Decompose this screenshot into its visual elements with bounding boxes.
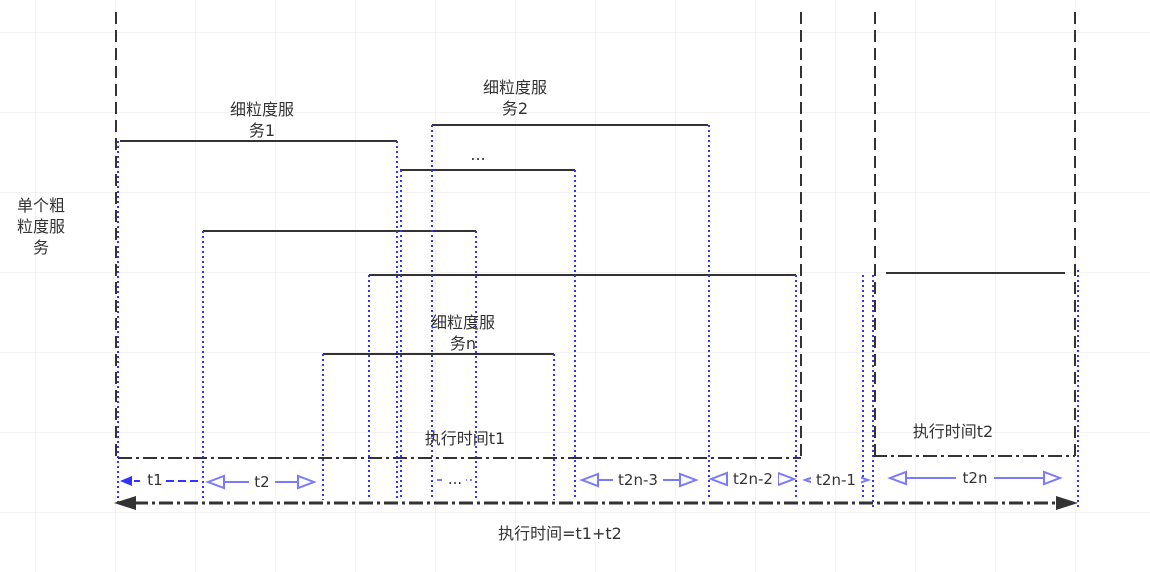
arrow-t2n2-left-head xyxy=(708,471,728,487)
exec-time-total-label: 执行时间=t1+t2 xyxy=(498,524,622,543)
interval-t2n3-label: t2n-3 xyxy=(613,471,663,489)
interval-t1-label: t1 xyxy=(144,471,166,489)
service-ellipsis-label: ... xyxy=(470,145,486,164)
arrow-t2n2-right-head xyxy=(777,471,797,487)
servicen-label-line2: 务n xyxy=(449,334,477,353)
coarse-service-label-line1: 单个粗 xyxy=(16,196,65,215)
dotted-verticals xyxy=(117,125,1079,510)
interval-mid-label: ... xyxy=(444,470,466,488)
total-arrow-left-head xyxy=(114,496,136,510)
boundary-lines xyxy=(115,12,1076,458)
arrow-t1-left-head xyxy=(120,476,132,486)
arrow-t2n3-right-head xyxy=(679,472,699,488)
exec-time-t2-label: 执行时间t2 xyxy=(912,422,994,441)
coarse-service-label: 单个粗 粒度服 务 xyxy=(6,195,76,258)
service2-label-line2: 务2 xyxy=(501,99,529,118)
service1-label-line2: 务1 xyxy=(248,121,276,140)
arrow-t2n-right-head xyxy=(1043,470,1063,486)
interval-t2n-label: t2n xyxy=(956,469,994,487)
interval-t2n2-label: t2n-2 xyxy=(728,470,778,488)
coarse-service-label-line3: 务 xyxy=(32,238,49,257)
dashdot-lines xyxy=(118,455,1075,459)
total-arrow xyxy=(114,496,1078,510)
interval-t2-label: t2 xyxy=(249,473,275,491)
arrow-t2-left-head xyxy=(205,474,225,490)
arrow-t2-right-head xyxy=(297,474,317,490)
servicen-label: 细粒度服 务n xyxy=(413,312,513,354)
coarse-service-label-line2: 粒度服 xyxy=(16,217,65,236)
total-arrow-right-head xyxy=(1056,496,1078,510)
service1-label-line1: 细粒度服 xyxy=(229,100,294,119)
interval-t2n1-label: t2n-1 xyxy=(811,471,861,489)
service1-label: 细粒度服 务1 xyxy=(212,99,312,141)
arrow-t2n-left-head xyxy=(887,470,907,486)
service2-label: 细粒度服 务2 xyxy=(465,77,565,119)
servicen-label-line1: 细粒度服 xyxy=(430,313,495,332)
service-bars xyxy=(120,124,1065,355)
exec-time-t1-label: 执行时间t1 xyxy=(424,429,506,448)
service2-label-line1: 细粒度服 xyxy=(482,78,547,97)
arrow-t2n3-left-head xyxy=(579,472,599,488)
